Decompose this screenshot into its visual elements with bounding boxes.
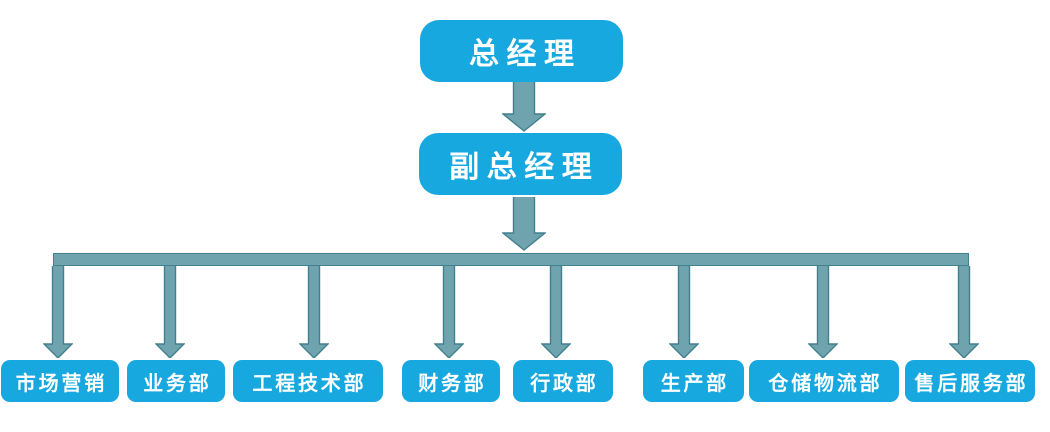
arrow-down-root-to-deputy-icon xyxy=(502,82,546,132)
node-dept-business: 业务部 xyxy=(127,360,225,402)
node-dept-production-label: 生产部 xyxy=(660,372,730,395)
arrow-down-to-dept-marketing-icon xyxy=(43,266,73,358)
node-general-manager: 总经理 xyxy=(420,20,623,82)
arrow-down-to-dept-aftersales-icon xyxy=(949,266,979,358)
node-dept-finance: 财务部 xyxy=(402,360,500,402)
node-general-manager-label: 总经理 xyxy=(469,38,582,71)
node-deputy-general-manager: 副总经理 xyxy=(419,133,622,195)
node-dept-engineering: 工程技术部 xyxy=(233,360,383,402)
arrow-down-to-dept-warehouse-logistics-icon xyxy=(808,266,838,358)
node-dept-production: 生产部 xyxy=(643,360,744,402)
arrow-down-to-dept-engineering-icon xyxy=(299,266,329,358)
node-dept-warehouse-logistics-label: 仓储物流部 xyxy=(768,372,883,395)
node-dept-business-label: 业务部 xyxy=(143,372,212,395)
arrow-down-to-dept-production-icon xyxy=(669,266,699,358)
node-dept-engineering-label: 工程技术部 xyxy=(252,372,367,395)
arrow-down-to-dept-finance-icon xyxy=(434,266,464,358)
node-dept-marketing-label: 市场营销 xyxy=(15,372,107,395)
node-dept-admin-label: 行政部 xyxy=(530,372,599,395)
node-dept-finance-label: 财务部 xyxy=(418,372,487,395)
node-dept-admin: 行政部 xyxy=(513,360,613,402)
node-dept-marketing: 市场营销 xyxy=(1,360,119,402)
arrow-down-to-dept-admin-icon xyxy=(541,266,571,358)
node-dept-aftersales: 售后服务部 xyxy=(905,360,1035,402)
node-dept-warehouse-logistics: 仓储物流部 xyxy=(749,360,899,402)
arrow-down-deputy-to-bar-icon xyxy=(502,197,546,251)
node-dept-aftersales-label: 售后服务部 xyxy=(914,372,1029,395)
connector-horizontal-bar xyxy=(53,253,969,266)
node-deputy-general-manager-label: 副总经理 xyxy=(449,151,600,184)
arrow-down-to-dept-business-icon xyxy=(155,266,185,358)
